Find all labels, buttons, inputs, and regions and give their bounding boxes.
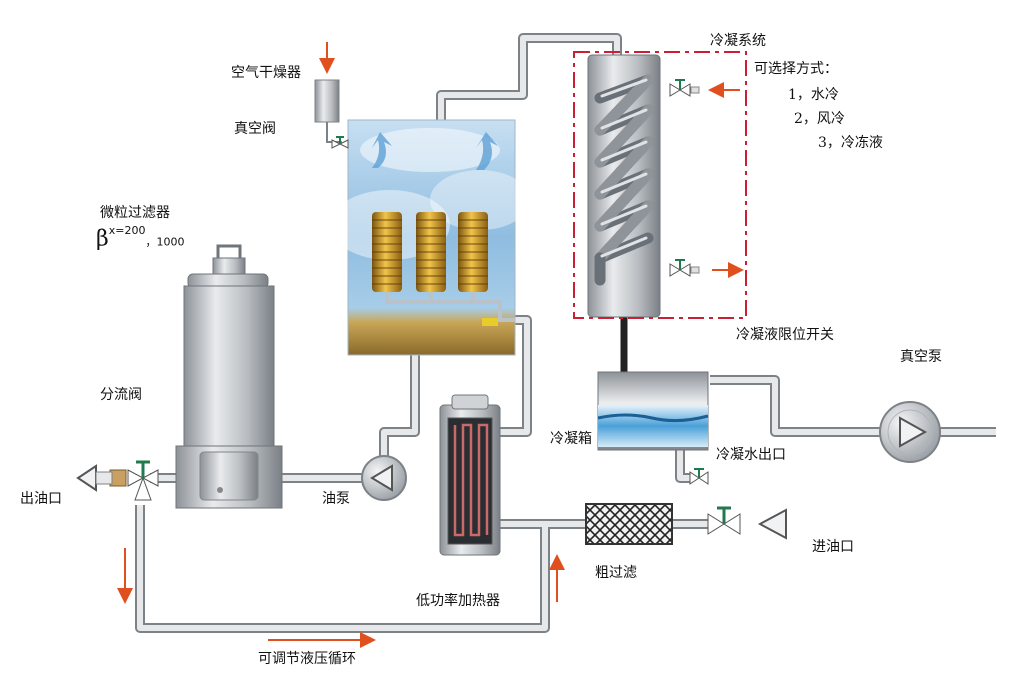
option-3-label: 3，冷冻液 — [818, 135, 883, 151]
vacuum-pump-icon — [879, 401, 941, 463]
particle-filter — [175, 244, 283, 509]
condensate-limit-switch-label: 冷凝液限位开关 — [736, 327, 834, 343]
cooling-inlet-valve-icon[interactable] — [669, 79, 700, 97]
condenser-column — [587, 54, 661, 318]
oil-outlet-arrow-icon — [76, 464, 113, 492]
oil-inlet-valve-icon[interactable] — [707, 506, 741, 535]
condensation-system-box — [573, 51, 747, 319]
condensate-water-outlet-label: 冷凝水出口 — [716, 447, 786, 463]
diverter-valve-icon[interactable] — [109, 460, 159, 501]
diverter-valve-label: 分流阀 — [100, 387, 142, 403]
coarse-filter-label: 粗过滤 — [595, 565, 637, 581]
steam-arrow-right-icon — [476, 132, 498, 170]
circulation-label: 可调节液压循环 — [258, 651, 356, 667]
vacuum-vessel — [330, 119, 530, 356]
beta-ratio-label: βx=200，1000 — [96, 224, 185, 252]
cooling-outlet-valve-icon[interactable] — [669, 259, 700, 277]
oil-inlet-label: 进油口 — [812, 539, 854, 555]
condensation-system-label: 冷凝系统 — [710, 33, 766, 49]
vacuum-valve-label: 真空阀 — [234, 121, 276, 137]
condensate-drain-valve-icon[interactable] — [689, 468, 709, 485]
air-dryer-label: 空气干燥器 — [231, 65, 301, 81]
oil-outlet-label: 出油口 — [20, 491, 62, 507]
flow-arrows — [117, 42, 744, 648]
vacuum-valve-icon[interactable] — [331, 136, 349, 149]
particle-filter-label: 微粒过滤器 — [100, 205, 170, 221]
option-1-label: 1，水冷 — [788, 87, 839, 103]
condensate-tank — [597, 371, 709, 451]
filter-elements — [372, 212, 515, 326]
air-dryer — [314, 79, 342, 143]
oil-inlet-arrow-icon — [757, 508, 787, 540]
oil-pump-label: 油泵 — [322, 491, 350, 507]
coarse-filter — [585, 503, 673, 545]
oil-pump-icon — [361, 455, 407, 501]
low-power-heater — [439, 394, 501, 556]
option-2-label: 2，风冷 — [794, 111, 845, 127]
vacuum-pump-label: 真空泵 — [900, 349, 942, 365]
options-title-label: 可选择方式： — [754, 61, 838, 77]
heater-label: 低功率加热器 — [416, 593, 500, 609]
pipe-vacuum-out — [710, 375, 996, 437]
condensate-tank-label: 冷凝箱 — [550, 431, 592, 447]
steam-arrow-left-icon — [372, 132, 392, 168]
pipe-pump-to-vessel — [379, 355, 420, 458]
